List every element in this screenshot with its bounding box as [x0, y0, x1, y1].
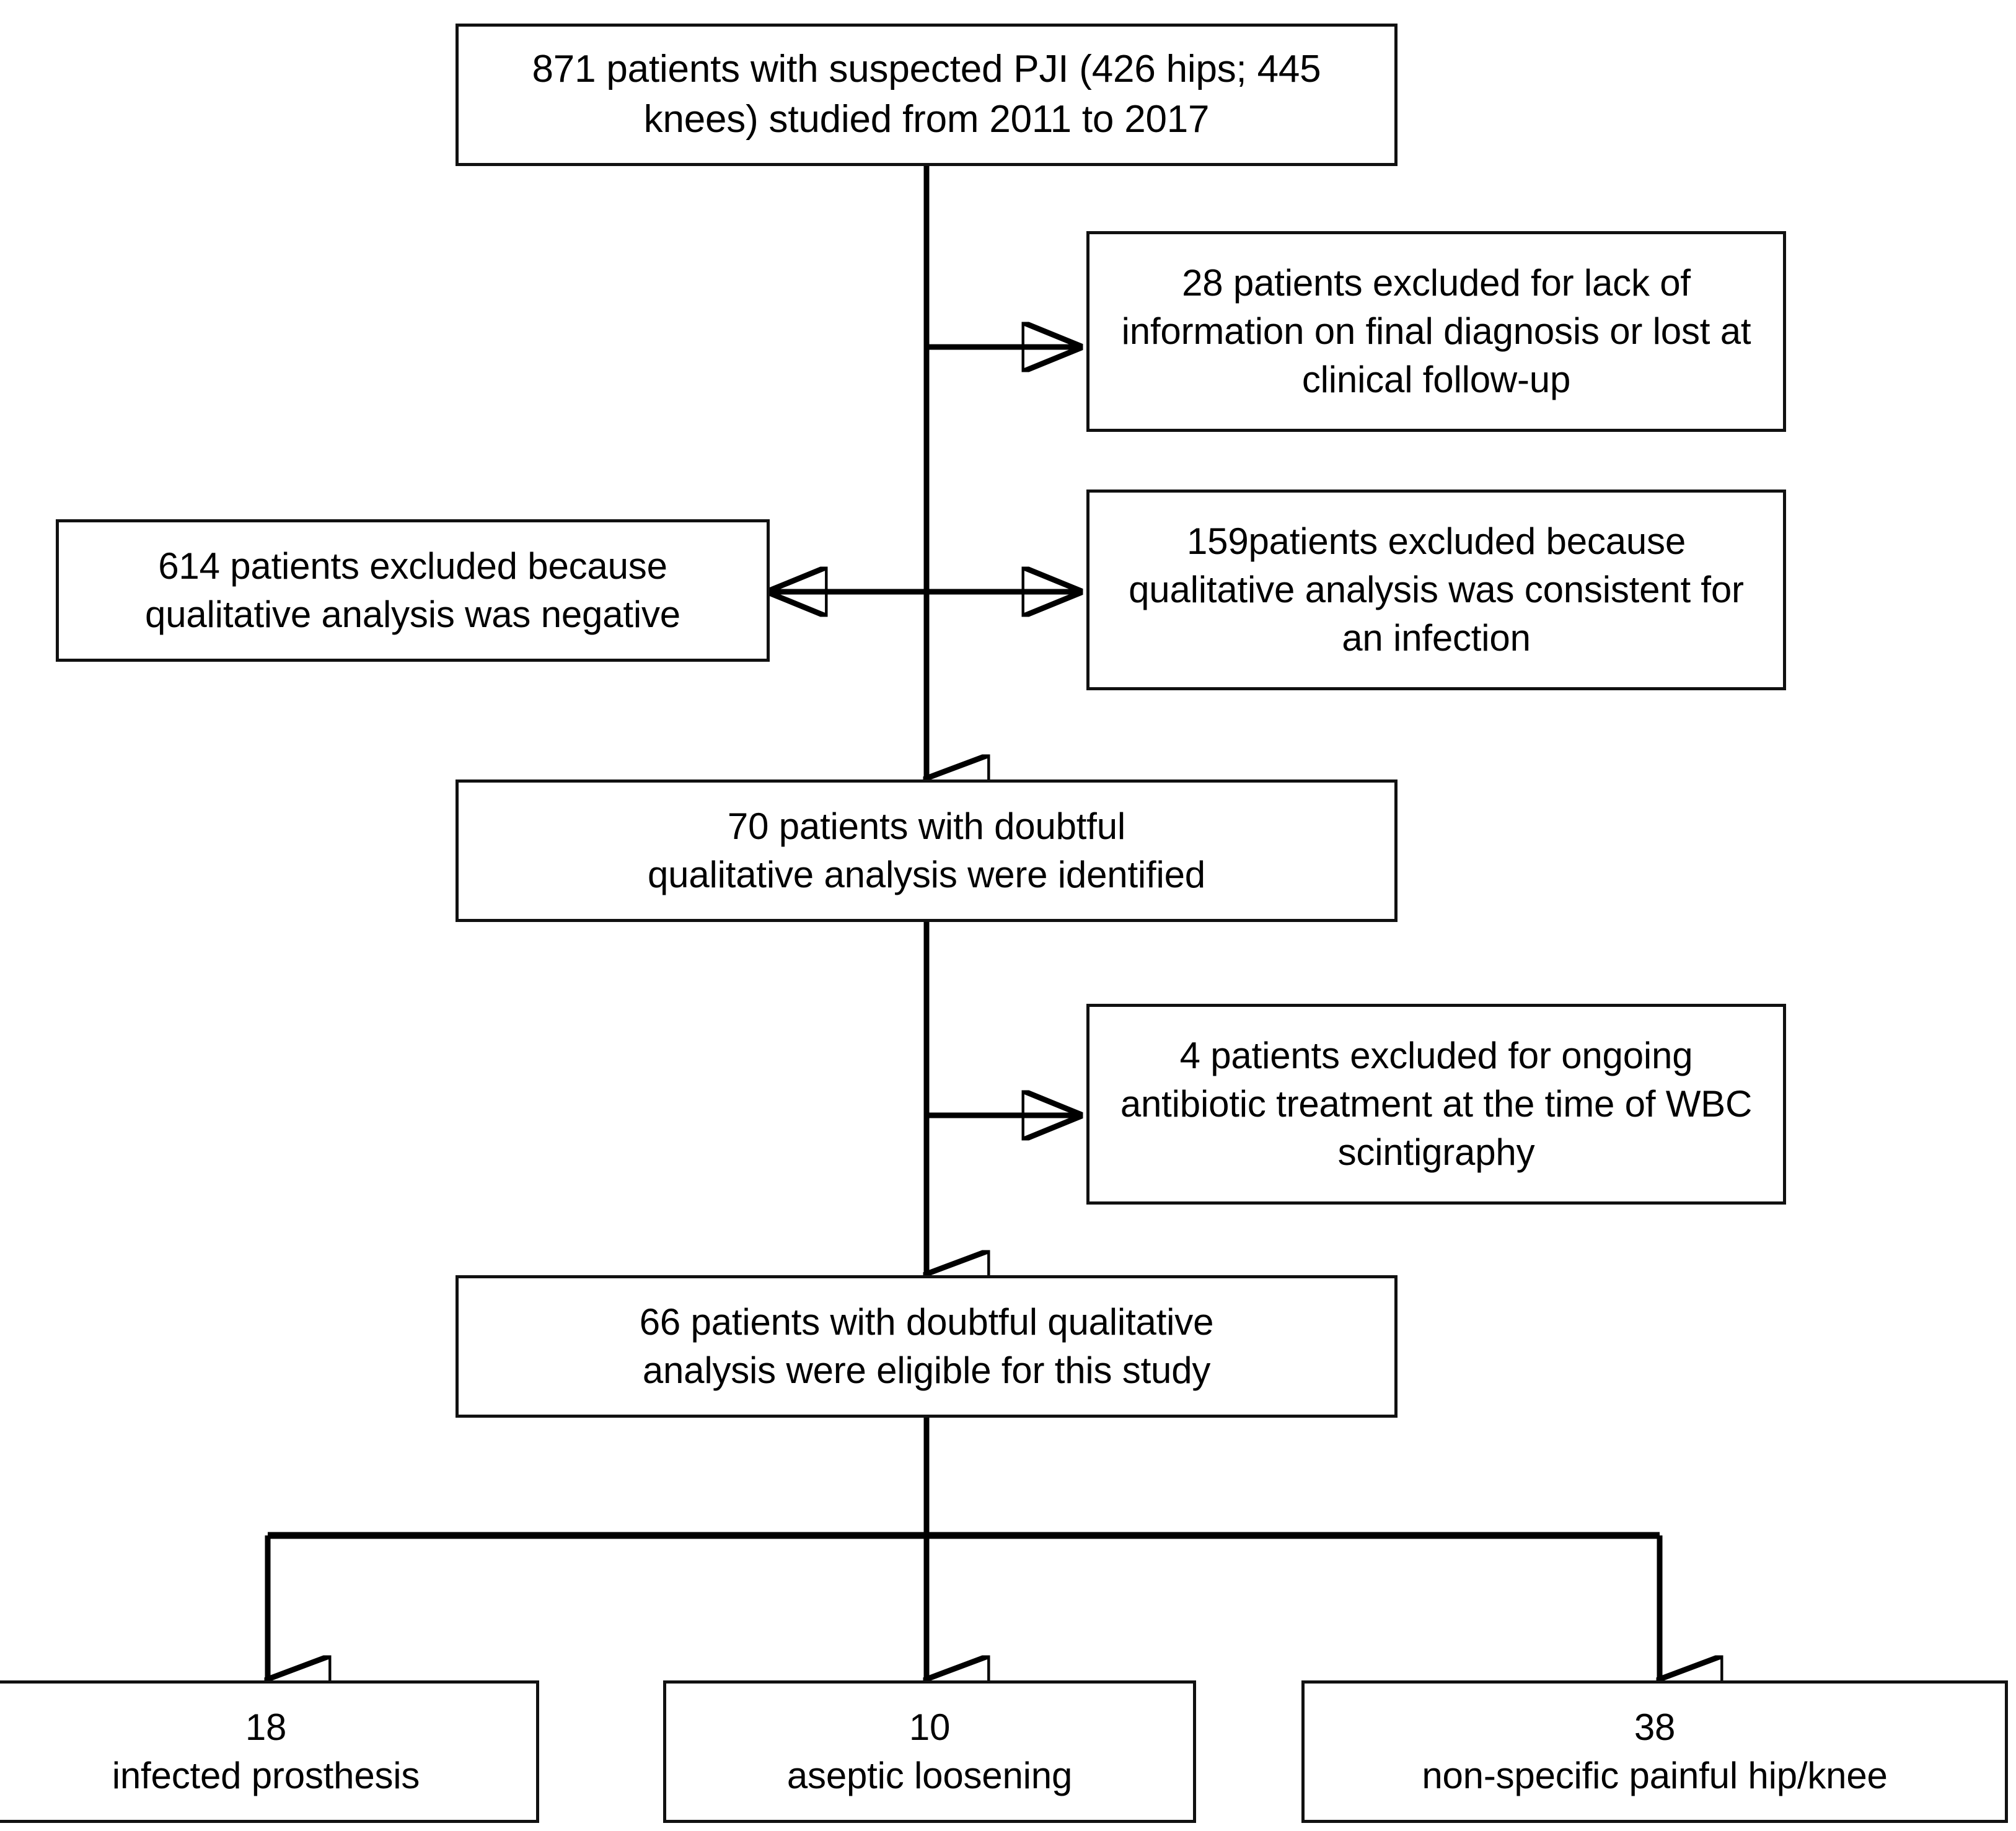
node-outcome-nonspecific-pain[interactable]: 38 non-specific painful hip/knee — [1301, 1680, 2008, 1823]
node-eligible-for-study-label: 66 patients with doubtful qualitative an… — [639, 1301, 1214, 1391]
node-excluded-consistent-infection[interactable]: 159patients excluded because qualitative… — [1086, 490, 1786, 690]
node-excluded-negative-analysis[interactable]: 614 patients excluded because qualitativ… — [56, 519, 770, 662]
node-cohort-label: 871 patients with suspected PJI (426 hip… — [532, 48, 1321, 141]
node-excluded-negative-analysis-label: 614 patients excluded because qualitativ… — [145, 545, 680, 635]
node-outcome-infected-prosthesis-label: infected prosthesis — [112, 1755, 420, 1796]
node-excluded-lack-of-information-label: 28 patients excluded for lack of informa… — [1121, 262, 1751, 400]
node-outcome-aseptic-loosening-count: 10 — [909, 1706, 951, 1748]
node-eligible-for-study[interactable]: 66 patients with doubtful qualitative an… — [456, 1275, 1398, 1418]
node-excluded-antibiotic-treatment-label: 4 patients excluded for ongoing antibiot… — [1120, 1035, 1753, 1173]
node-excluded-consistent-infection-label: 159patients excluded because qualitative… — [1129, 520, 1744, 659]
node-outcome-aseptic-loosening[interactable]: 10 aseptic loosening — [663, 1680, 1196, 1823]
node-outcome-nonspecific-pain-count: 38 — [1634, 1706, 1676, 1748]
node-doubtful-identified[interactable]: 70 patients with doubtful qualitative an… — [456, 779, 1398, 922]
node-outcome-nonspecific-pain-label: non-specific painful hip/knee — [1422, 1755, 1888, 1796]
node-outcome-infected-prosthesis-count: 18 — [245, 1706, 287, 1748]
node-outcome-aseptic-loosening-label: aseptic loosening — [786, 1755, 1073, 1796]
node-excluded-lack-of-information[interactable]: 28 patients excluded for lack of informa… — [1086, 231, 1786, 432]
node-excluded-antibiotic-treatment[interactable]: 4 patients excluded for ongoing antibiot… — [1086, 1004, 1786, 1205]
node-doubtful-identified-label: 70 patients with doubtful qualitative an… — [648, 806, 1205, 895]
node-cohort[interactable]: 871 patients with suspected PJI (426 hip… — [456, 24, 1398, 166]
node-outcome-infected-prosthesis[interactable]: 18 infected prosthesis — [0, 1680, 539, 1823]
